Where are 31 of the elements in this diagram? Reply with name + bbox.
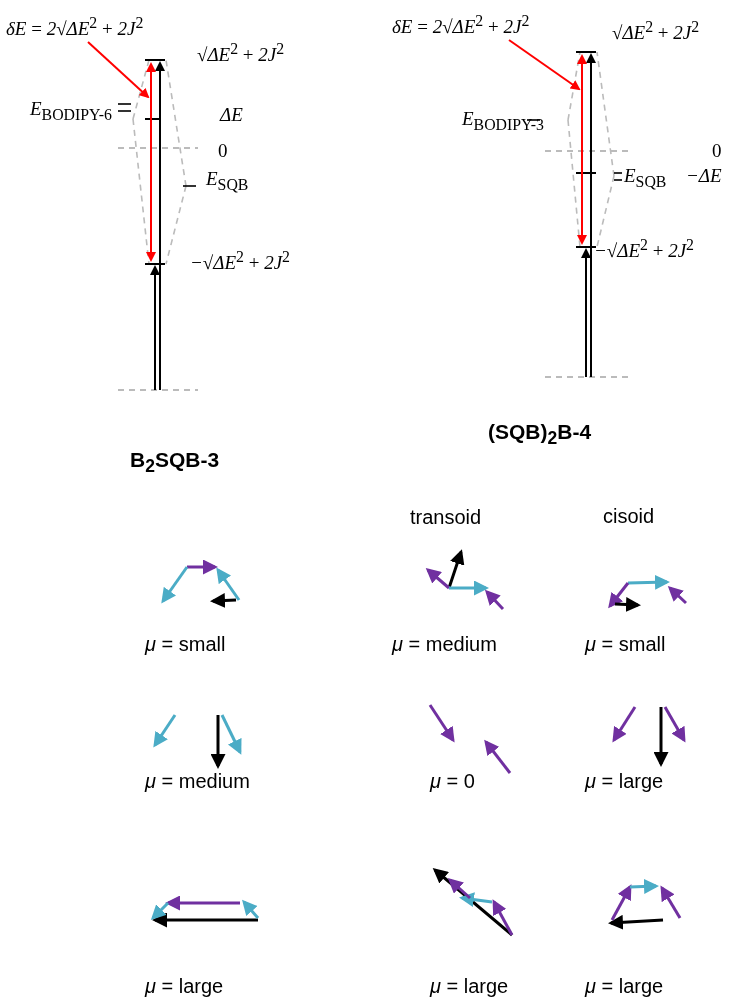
level-label: E$_{SQB}$ [206,168,249,194]
dipole-caption: μ = large [430,975,509,998]
dipole-caption: μ = medium [392,633,497,656]
formula-label: δE = 2√ΔE$^{2}$ + 2J$^{2}$ [6,14,144,41]
double-arrow [146,62,156,262]
molecule-title: B$_{2}$SQB-3 [130,448,220,478]
formula-label: δE = 2√ΔE$^{2}$ + 2J$^{2}$ [392,12,530,39]
level-label: −ΔE [686,165,722,187]
double-arrow [577,54,587,245]
leader-arrow [87,41,150,99]
dipole-caption: μ = large [585,975,664,998]
level-label: √ΔE$^{2}$ + 2J$^{2}$ [197,40,285,67]
level-label: ΔE [220,104,243,126]
level-label: √ΔE$^{2}$ + 2J$^{2}$ [612,18,700,45]
level-label: −√ΔE$^{2}$ + 2J$^{2}$ [594,236,694,263]
column-heading: transoid [410,506,482,529]
dipole-caption: μ = 0 [430,770,475,793]
dipole-caption: μ = large [145,975,224,998]
level-label: 0 [218,140,228,162]
molecule-title: (SQB)$_{2}$B-4 [488,420,592,450]
dipole-caption: μ = medium [145,770,250,793]
dipole-caption: μ = small [145,633,226,656]
column-heading: cisoid [603,505,655,528]
level-label: E$_{BODIPY-3}$ [462,108,544,134]
level-label: E$_{SQB}$ [624,165,667,191]
level-label: E$_{BODIPY-6}$ [30,98,112,124]
dipole-caption: μ = small [585,633,666,656]
dipole-caption: μ = large [585,770,664,793]
level-label: 0 [712,140,722,162]
leader-arrow [508,39,581,91]
level-label: −√ΔE$^{2}$ + 2J$^{2}$ [190,248,290,275]
